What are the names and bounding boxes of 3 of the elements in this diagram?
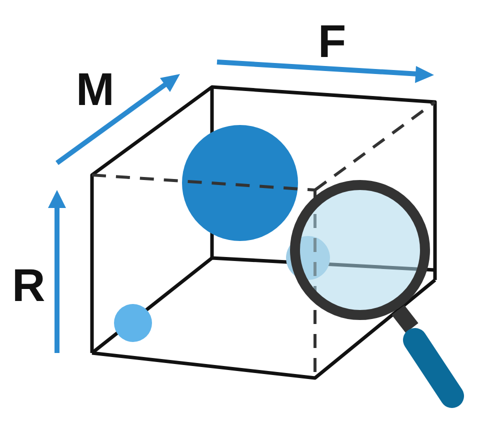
axis-letter: F — [318, 18, 346, 64]
axis-letter: M — [76, 66, 114, 112]
axis-letter: R — [12, 262, 46, 308]
